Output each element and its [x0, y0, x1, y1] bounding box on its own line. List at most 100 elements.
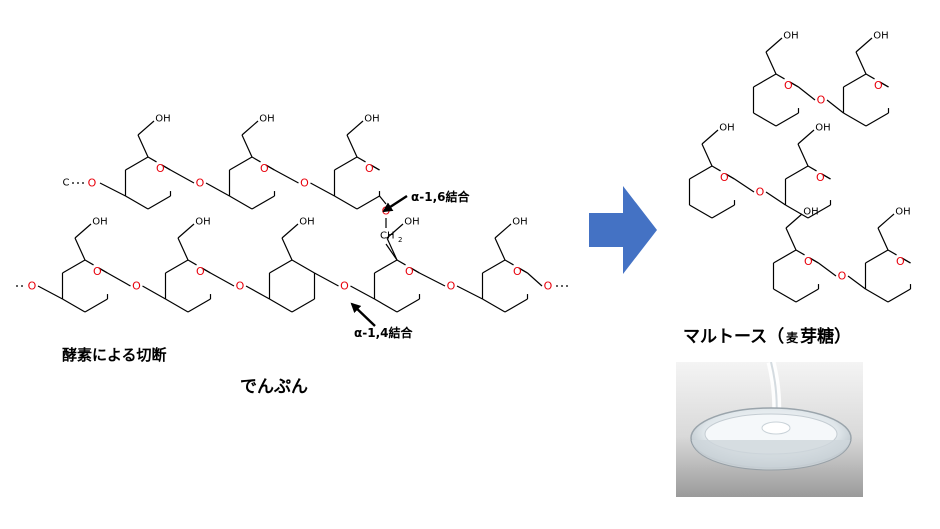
- glycosidic-bond: [314, 272, 339, 287]
- maltose-caption: マルトース（麦芽糖）: [683, 322, 851, 347]
- glycosidic-bond: [847, 275, 866, 290]
- starch-caption: でんぷん: [240, 377, 308, 397]
- chain-end-oxygen-label: O: [28, 280, 37, 293]
- ring-bond: [125, 195, 149, 210]
- bridge-oxygen-label: O: [236, 280, 245, 293]
- glycosidic-bond: [274, 169, 299, 184]
- glycosidic-bond: [107, 272, 131, 287]
- ch2oh-bond: [346, 120, 364, 136]
- hydroxyl-label: OH: [404, 217, 419, 228]
- ring-bond: [396, 259, 406, 266]
- ring-bond: [504, 259, 514, 266]
- ring-oxygen-label: O: [93, 265, 102, 278]
- hydroxyl-label: OH: [364, 114, 379, 125]
- ch2oh-bond: [765, 37, 783, 53]
- ring-bond: [689, 204, 713, 219]
- ring-bond: [809, 257, 819, 264]
- glass-bowl-syrup-image: [676, 362, 863, 497]
- bridge-oxygen-label: O: [817, 94, 826, 107]
- alpha14-pointer-arrow: [350, 302, 376, 327]
- ring-bond: [370, 164, 380, 171]
- glycosidic-bond: [170, 169, 195, 184]
- ring-bond: [410, 267, 420, 274]
- bridge-oxygen-label: O: [300, 177, 309, 190]
- ring-oxygen-label: O: [804, 255, 813, 268]
- ring-bond: [773, 288, 797, 303]
- hydroxyl-label: OH: [155, 114, 170, 125]
- ring-bond: [84, 298, 108, 313]
- ring-bond: [291, 298, 315, 313]
- ring-bond: [753, 112, 777, 127]
- ring-oxygen-label: O: [513, 265, 522, 278]
- glycosidic-bond: [527, 272, 543, 287]
- branch-bond: [385, 243, 398, 261]
- ring-bond: [789, 81, 799, 88]
- glycosidic-bond: [818, 262, 837, 277]
- ring-bond: [291, 259, 315, 274]
- ring-bond: [711, 165, 721, 172]
- ring-bond: [334, 156, 358, 171]
- ring-bond: [229, 195, 253, 210]
- ring-bond: [482, 259, 506, 274]
- ch2oh-bond: [765, 51, 777, 75]
- ch2-subscript-label: 2: [398, 236, 402, 244]
- ring-bond: [887, 288, 911, 303]
- ch2oh-bond: [177, 237, 189, 261]
- glycosidic-bond: [245, 285, 270, 300]
- hydroxyl-label: OH: [873, 31, 888, 42]
- ring-bond: [795, 288, 819, 303]
- ch2oh-bond: [346, 134, 358, 158]
- ring-bond: [865, 73, 875, 80]
- ring-bond: [865, 112, 889, 127]
- ring-oxygen-label: O: [405, 265, 414, 278]
- bridge-oxygen-label: O: [447, 280, 456, 293]
- glycosidic-bond: [350, 285, 375, 300]
- ch2oh-bond: [74, 223, 92, 239]
- ch2oh-bond: [797, 129, 815, 145]
- glycosidic-bond: [798, 86, 816, 101]
- ring-bond: [269, 259, 293, 274]
- ring-bond: [711, 204, 735, 219]
- ring-bond: [125, 156, 149, 171]
- glycosidic-bond: [734, 178, 755, 193]
- glycosidic-bond: [310, 182, 335, 197]
- ch2oh-bond: [785, 227, 797, 251]
- hydroxyl-label: OH: [512, 217, 527, 228]
- ring-bond: [504, 298, 528, 313]
- hydroxyl-label: OH: [895, 207, 910, 218]
- ring-bond: [785, 165, 809, 180]
- maltose-caption-end: 芽糖）: [800, 327, 852, 347]
- ch2oh-bond: [386, 237, 398, 261]
- bridge-oxygen-label: O: [340, 280, 349, 293]
- glycosidic-bond: [99, 182, 126, 197]
- ring-oxygen-label: O: [196, 265, 205, 278]
- ring-bond: [187, 259, 197, 266]
- ring-bond: [251, 156, 261, 163]
- ch2oh-bond: [494, 237, 506, 261]
- hydroxyl-label: OH: [803, 207, 818, 218]
- ring-oxygen-label: O: [260, 162, 269, 175]
- ring-bond: [62, 298, 86, 313]
- glycosidic-bond: [210, 272, 235, 287]
- alpha-1-6-bond-label: α-1,6結合: [411, 190, 470, 204]
- ring-bond: [879, 81, 889, 88]
- ring-oxygen-label: O: [784, 79, 793, 92]
- hydroxyl-label: OH: [92, 217, 107, 228]
- alpha16-pointer-arrow: [382, 194, 408, 213]
- ring-bond: [165, 298, 189, 313]
- ch2oh-bond: [855, 51, 867, 75]
- alpha-1-4-bond-label: α-1,4結合: [354, 326, 413, 340]
- ch2oh-bond: [281, 223, 299, 239]
- enzyme-cleavage-caption: 酵素による切断: [62, 346, 167, 364]
- glycosidic-bond: [419, 272, 446, 287]
- ring-bond: [229, 156, 253, 171]
- ring-bond: [753, 73, 777, 88]
- glycosidic-bond: [205, 182, 230, 197]
- chain-end-oxygen-label: O: [88, 177, 97, 190]
- ring-bond: [865, 249, 889, 264]
- ring-bond: [518, 267, 528, 274]
- right-arrow-icon: [589, 186, 657, 274]
- hydroxyl-label: OH: [783, 31, 798, 42]
- maltose-caption-small-kanji: 麦: [786, 331, 799, 345]
